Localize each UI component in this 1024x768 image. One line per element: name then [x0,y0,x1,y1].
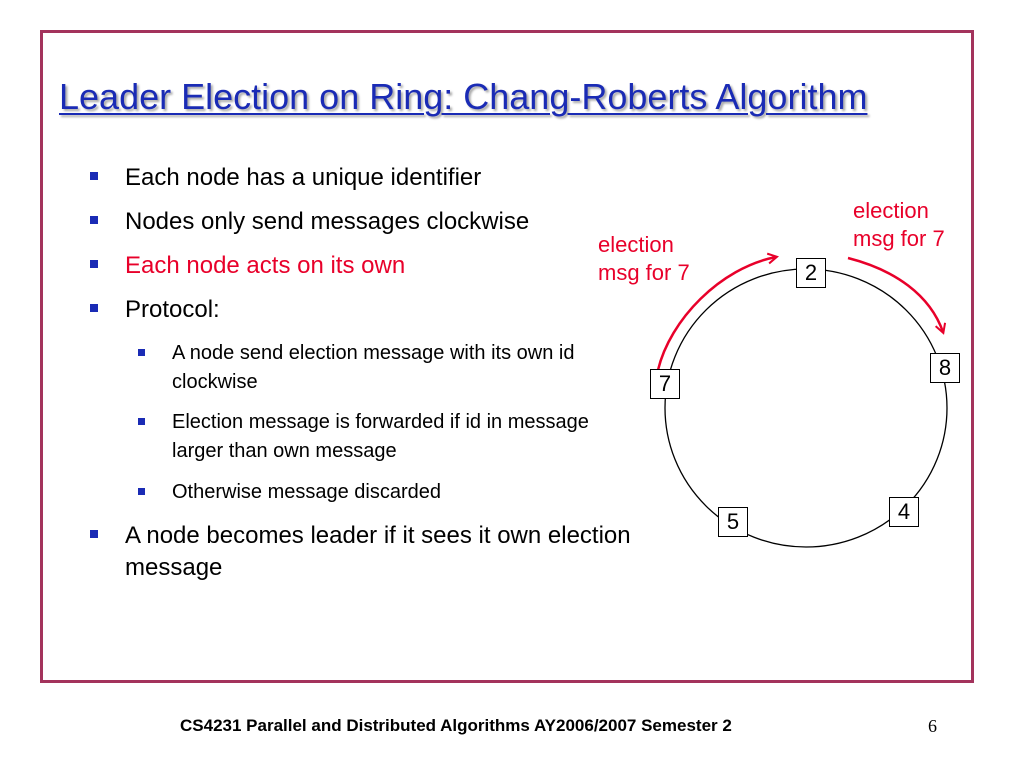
bullet-marker [90,530,98,538]
left-election-arrow [656,257,776,371]
footer-course-title: CS4231 Parallel and Distributed Algorith… [180,716,732,735]
bullet-marker [90,304,98,312]
right-election-arrow [847,256,943,332]
slide-title: Leader Election on Ring: Chang-Roberts A… [59,76,868,117]
bullet-text: Protocol: [125,296,220,323]
left-election-label: election msg for 7 [598,231,690,287]
bullet-text: A node becomes leader if it sees it own … [125,522,631,581]
sub-bullet-text: A node send election message with its ow… [172,342,575,393]
right-election-label-line2: msg for 7 [853,226,945,251]
ring-node-8: 8 [930,353,960,383]
ring-node-5: 5 [718,507,748,537]
bullet-text: Nodes only send messages clockwise [125,208,530,235]
bullet-marker [90,260,98,268]
bullet-marker [90,172,98,180]
sub-bullet-text: Election message is forwarded if id in m… [172,411,589,462]
sub-bullet-marker [138,349,145,356]
bullet-text: Each node acts on its own [125,252,406,279]
bullet-text: Each node has a unique identifier [125,164,482,191]
right-election-label: election msg for 7 [853,197,945,253]
page-number: 6 [928,716,937,736]
sub-bullet-marker [138,418,145,425]
right-election-label-line1: election [853,198,929,223]
slide-frame [40,30,974,683]
sub-bullet-text: Otherwise message discarded [172,481,442,503]
ring-node-7: 7 [650,369,680,399]
sub-bullet-marker [138,488,145,495]
left-election-label-line2: msg for 7 [598,260,690,285]
ring-node-2: 2 [796,258,826,288]
ring-node-4: 4 [889,497,919,527]
bullet-marker [90,216,98,224]
left-election-label-line1: election [598,232,674,257]
